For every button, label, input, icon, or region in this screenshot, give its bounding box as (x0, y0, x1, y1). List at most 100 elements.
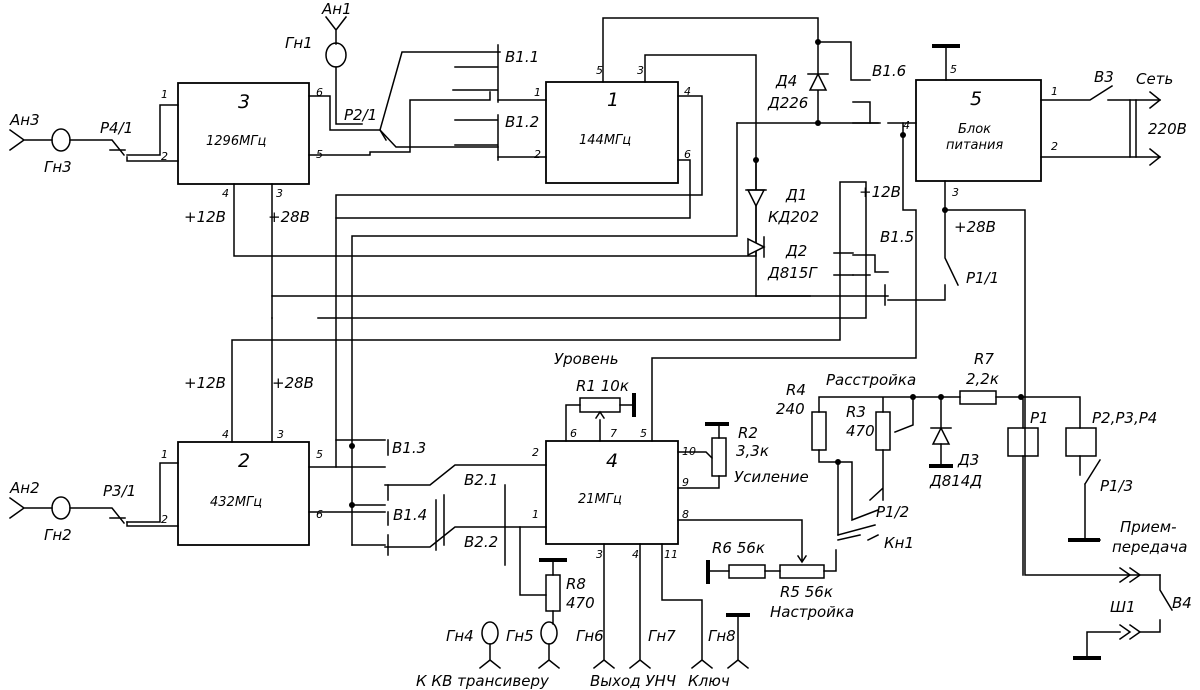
power-wiring-top: В1.6 В1.5 +12В +28В Р1/1 +12В +28В +12В … (184, 17, 1161, 576)
supply-12v-b5-label: +12В (859, 183, 901, 201)
switch-v1-6-label: В1.6 (872, 62, 906, 80)
switch-v2-2-label: В2.2 (464, 533, 498, 551)
pin-label: 3 (277, 428, 284, 441)
gn2-label: Гн2 (44, 526, 72, 544)
tuning-label: Настройка (770, 603, 854, 621)
block-4-name: 21МГц (578, 492, 622, 507)
block-1-144mhz: 1 144МГц 5 3 4 1 2 6 (534, 64, 691, 184)
relay-contact-p4-1-label: Р4/1 (100, 119, 133, 137)
pin-label: 1 (1051, 85, 1058, 98)
relay-p2-p3-p4-label: Р2,Р3,Р4 (1092, 409, 1157, 427)
gn5-label: Гн5 (506, 627, 534, 645)
r8-label: R8 (566, 575, 586, 593)
block-3-name: 1296МГц (206, 134, 267, 149)
an3-label: Ан3 (9, 111, 40, 129)
pin-label: 7 (610, 427, 617, 440)
antenna-an2: Ан2 Гн2 Р3/1 (8, 462, 179, 544)
switch-v1-2-label: В1.2 (505, 113, 539, 131)
pin-label: 5 (640, 427, 647, 440)
gn3-label: Гн3 (44, 158, 72, 176)
mains-voltage-label: 220В (1148, 120, 1187, 138)
diode-d2: Д2 Д815Г (747, 236, 818, 282)
to-hf-transceiver-label: К КВ трансиверу (416, 672, 550, 690)
pin-label: 4 (632, 548, 639, 561)
block-3-number: 3 (238, 91, 250, 113)
block-3-1296mhz: 3 1296МГц 1 2 6 5 4 3 (161, 82, 323, 200)
pin-label: 3 (952, 186, 959, 199)
switch-v4-label: В4 (1172, 594, 1192, 612)
block-5-name-2: питания (946, 138, 1003, 153)
pin-label: 3 (596, 548, 603, 561)
supply-28v-b2-label: +28В (272, 374, 314, 392)
block-4-21mhz: 4 21МГц 2 1 6 7 5 10 9 8 3 4 11 (532, 427, 696, 561)
gn7-label: Гн7 (648, 627, 676, 645)
supply-12v-b3-label: +12В (184, 208, 226, 226)
antenna-an1: Ан1 Гн1 (285, 0, 363, 125)
block-4-number: 4 (606, 450, 618, 472)
r1-value-label: R1 10к (576, 377, 629, 395)
r3-value-label: 470 (846, 422, 875, 440)
r8-value-label: 470 (566, 594, 595, 612)
block-5-number: 5 (970, 88, 982, 110)
block-2-432mhz: 2 432МГц 1 2 4 3 5 6 (161, 428, 323, 546)
pin-label: 2 (534, 148, 541, 161)
af-amp-output-label: Выход УНЧ (590, 672, 676, 690)
d4-type-label: Д226 (767, 94, 808, 112)
pin-label: 1 (161, 88, 168, 101)
r6-value-label: R6 56к (712, 539, 765, 557)
an2-label: Ан2 (9, 479, 40, 497)
r4-label: R4 (786, 381, 806, 399)
d2-type-label: Д815Г (767, 264, 818, 282)
gn1-label: Гн1 (285, 34, 313, 52)
rx-tx-label-1: Прием- (1120, 518, 1177, 536)
d4-label: Д4 (775, 72, 797, 90)
pin-label: 4 (222, 187, 229, 200)
switch-v1-1-label: В1.1 (505, 48, 539, 66)
pin-label: 6 (316, 508, 323, 521)
pin-label: 4 (222, 428, 229, 441)
pin-label: 2 (532, 446, 539, 459)
pin-label: 4 (903, 119, 910, 132)
pin-label: 1 (161, 448, 168, 461)
output-connectors: Гн4 Гн5 Гн6 Гн7 Гн8 К КВ трансиверу Выхо… (416, 543, 750, 690)
antenna-an3: Ан3 Гн3 Р4/1 (8, 104, 179, 176)
relay-contact-p1-3-label: Р1/3 (1100, 477, 1133, 495)
d1-label: Д1 (785, 186, 807, 204)
pin-label: 1 (534, 86, 541, 99)
pin-label: 9 (682, 476, 689, 489)
supply-28v-b5-label: +28В (954, 218, 996, 236)
pin-label: 2 (161, 513, 168, 526)
resistor-r8: R8 470 (539, 558, 595, 625)
r3-label: R3 (846, 403, 866, 421)
button-kn1-label: Кн1 (884, 534, 914, 552)
key-label: Ключ (688, 672, 730, 690)
pin-label: 2 (161, 150, 168, 163)
relay-contact-p1-2-label: Р1/2 (876, 503, 909, 521)
pin-label: 5 (316, 448, 323, 461)
pin-label: 11 (664, 548, 678, 561)
r2-value-label: 3,3к (736, 442, 769, 460)
pin-label: 5 (596, 64, 603, 77)
diode-d1: Д1 КД202 (745, 186, 819, 226)
d3-type-label: Д814Д (929, 472, 982, 490)
pin-label: 8 (682, 508, 689, 521)
pin-label: 6 (316, 86, 323, 99)
relay-contact-p2-1-label: Р2/1 (344, 106, 377, 124)
relay-contact-p1-1-label: Р1/1 (966, 269, 999, 287)
connector-sh1: Ш1 В4 (1073, 566, 1192, 660)
level-label: Уровень (554, 350, 619, 368)
d3-label: Д3 (957, 451, 979, 469)
switch-b1-3-b1-4-b2: В1.3 В1.4 В2.1 В2.2 (308, 439, 547, 596)
sh1-label: Ш1 (1110, 598, 1136, 616)
mains-input: В3 Сеть 220В (932, 44, 1187, 167)
r4-value-label: 240 (776, 400, 805, 418)
block-2-number: 2 (238, 450, 250, 472)
r7-label: R7 (974, 350, 994, 368)
switch-v1-3-label: В1.3 (392, 439, 426, 457)
switch-v1-4-label: В1.4 (393, 506, 427, 524)
detuning-network: R4 240 R3 470 Расстройка R7 2,2к Д3 Д814… (776, 350, 1081, 552)
rx-tx-label-2: передача (1112, 538, 1187, 556)
block-5-power-supply: 5 Блок питания 5 1 2 4 3 (903, 63, 1058, 199)
block-1-number: 1 (607, 89, 619, 111)
